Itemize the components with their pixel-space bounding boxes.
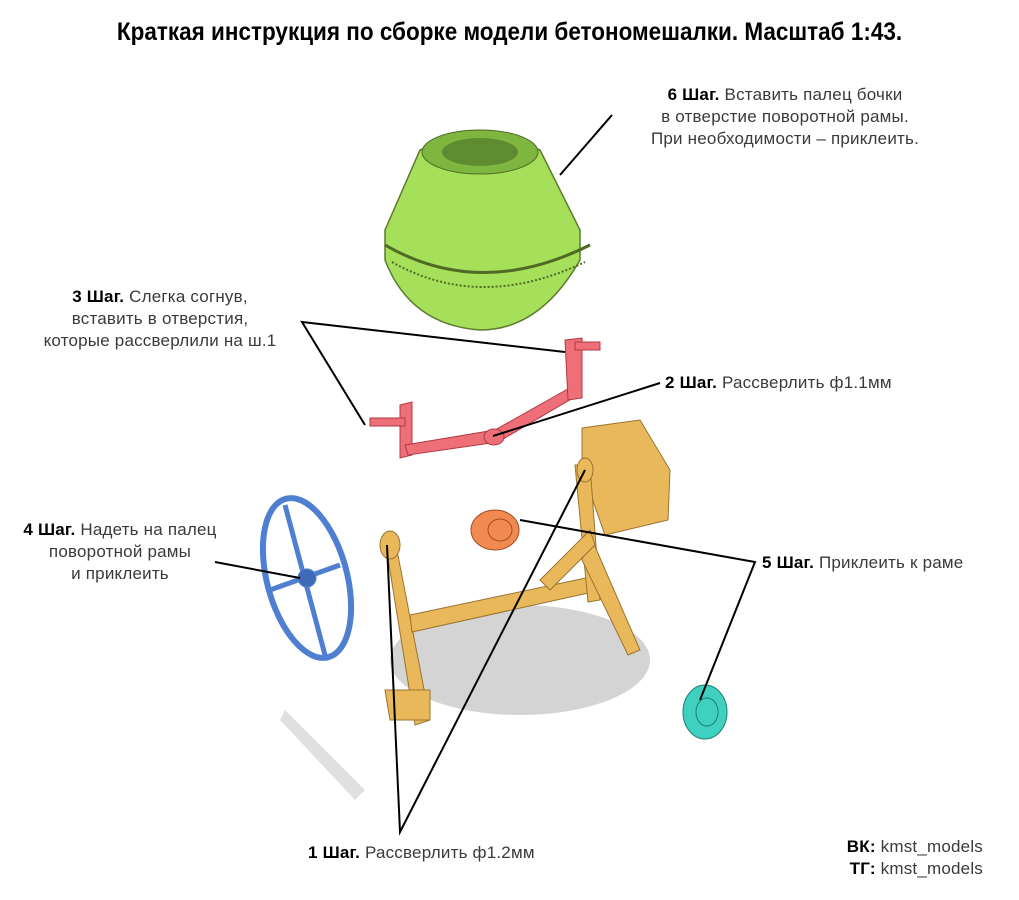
pulley-part [470, 509, 520, 551]
vk-handle: kmst_models [880, 837, 983, 856]
leader-step6 [559, 114, 613, 176]
leader-step2 [492, 382, 661, 437]
vk-label: ВК: [846, 837, 876, 856]
step2-label: 2 Шаг. [665, 373, 718, 392]
hand-wheel-part [259, 495, 355, 661]
small-wheel-part [682, 684, 728, 740]
step5-label: 5 Шаг. [762, 553, 815, 572]
step4-line: поворотной рамы [48, 542, 192, 561]
step6-line: в отверстие поворотной рамы. [661, 107, 909, 126]
tg-label: ТГ: [849, 859, 876, 878]
leader-step5 [519, 519, 757, 701]
step2-desc: Рассверлить ф1.1мм [721, 373, 892, 392]
step2-text: 2 Шаг. Рассверлить ф1.1мм [665, 372, 892, 394]
leader-step4 [214, 561, 301, 579]
step3-line: Слегка согнув, [129, 287, 248, 306]
step3-line: которые рассверлили на ш.1 [43, 331, 277, 350]
page-title: Краткая инструкция по сборке модели бето… [116, 18, 903, 46]
step6-line: При необходимости – приклеить. [650, 129, 919, 148]
step3-line: вставить в отверстия, [71, 309, 249, 328]
step4-text: 4 Шаг. Надеть на палец поворотной рамы и… [0, 519, 240, 585]
leader-step1 [386, 469, 586, 836]
tg-handle: kmst_models [880, 859, 983, 878]
wheel-shadow [280, 710, 365, 800]
step6-text: 6 Шаг. Вставить палец бочки в отверстие … [615, 84, 955, 150]
step4-label: 4 Шаг. [23, 520, 76, 539]
handle-part [369, 337, 601, 459]
leader-step3 [300, 320, 566, 426]
step5-desc: Приклеить к раме [818, 553, 964, 572]
step6-label: 6 Шаг. [667, 85, 720, 104]
step1-label: 1 Шаг. [308, 843, 361, 862]
step1-desc: Рассверлить ф1.2мм [364, 843, 535, 862]
step3-text: 3 Шаг. Слегка согнув, вставить в отверст… [20, 286, 300, 352]
credits: ВК: kmst_models ТГ: kmst_models [847, 836, 983, 880]
step4-line: Надеть на палец [80, 520, 217, 539]
step4-line: и приклеить [71, 564, 169, 583]
step1-text: 1 Шаг. Рассверлить ф1.2мм [308, 842, 535, 864]
step3-label: 3 Шаг. [72, 287, 125, 306]
drum-part [384, 129, 591, 331]
step6-line: Вставить палец бочки [724, 85, 903, 104]
step5-text: 5 Шаг. Приклеить к раме [762, 552, 963, 574]
frame-shadow [390, 605, 650, 715]
